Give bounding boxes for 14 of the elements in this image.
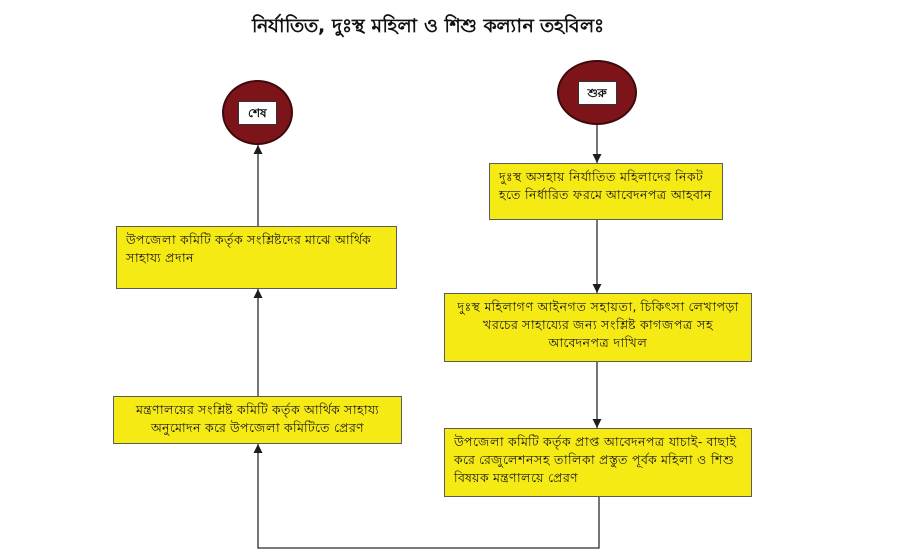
terminal-label: শুরু: [578, 80, 616, 104]
arrow: [592, 220, 602, 293]
title: নির্যাতিত, দুঃস্থ মহিলা ও শিশু কল্যান তহবিলঃ: [250, 12, 605, 40]
process-box: দুঃস্থ মহিলাগণ আইনগত সহায়তা, চিকিৎসা লেখাপড়া খরচের সাহায্যের জন্য সংশ্লিষ্ট কাগজপত্র সহ আবেদনপত্র দাখিল: [444, 293, 752, 362]
arrow: [254, 145, 262, 226]
arrow: [592, 125, 602, 163]
terminal-label: শেষ: [238, 100, 277, 124]
arrow: [254, 444, 600, 549]
process-box: দুঃস্থ অসহায় নির্যাতিত মহিলাদের নিকট হতে নির্ধারিত ফরমে আবেদনপত্র আহবান: [489, 163, 723, 220]
arrow: [592, 362, 602, 428]
process-box: উপজেলা কমিটি কর্তৃক প্রাপ্ত আবেদনপত্র যাচাই- বাছাই করে রেজুলেশনসহ তালিকা প্রস্তুত পূর্বক মহিলা ও শিশু বিষয়ক মন্ত্রণালয়ে প্রেরণ: [444, 428, 752, 497]
process-box: মন্ত্রণালয়ের সংশ্লিষ্ট কমিটি কর্তৃক আর্থিক সাহায্য অনুমোদন করে উপজেলা কমিটিতে প্রেরণ: [113, 396, 402, 444]
process-box: উপজেলা কমিটি কর্তৃক সংশ্লিষ্টদের মাঝে আর্থিক সাহায্য প্রদান: [116, 226, 397, 289]
arrow: [254, 289, 262, 396]
